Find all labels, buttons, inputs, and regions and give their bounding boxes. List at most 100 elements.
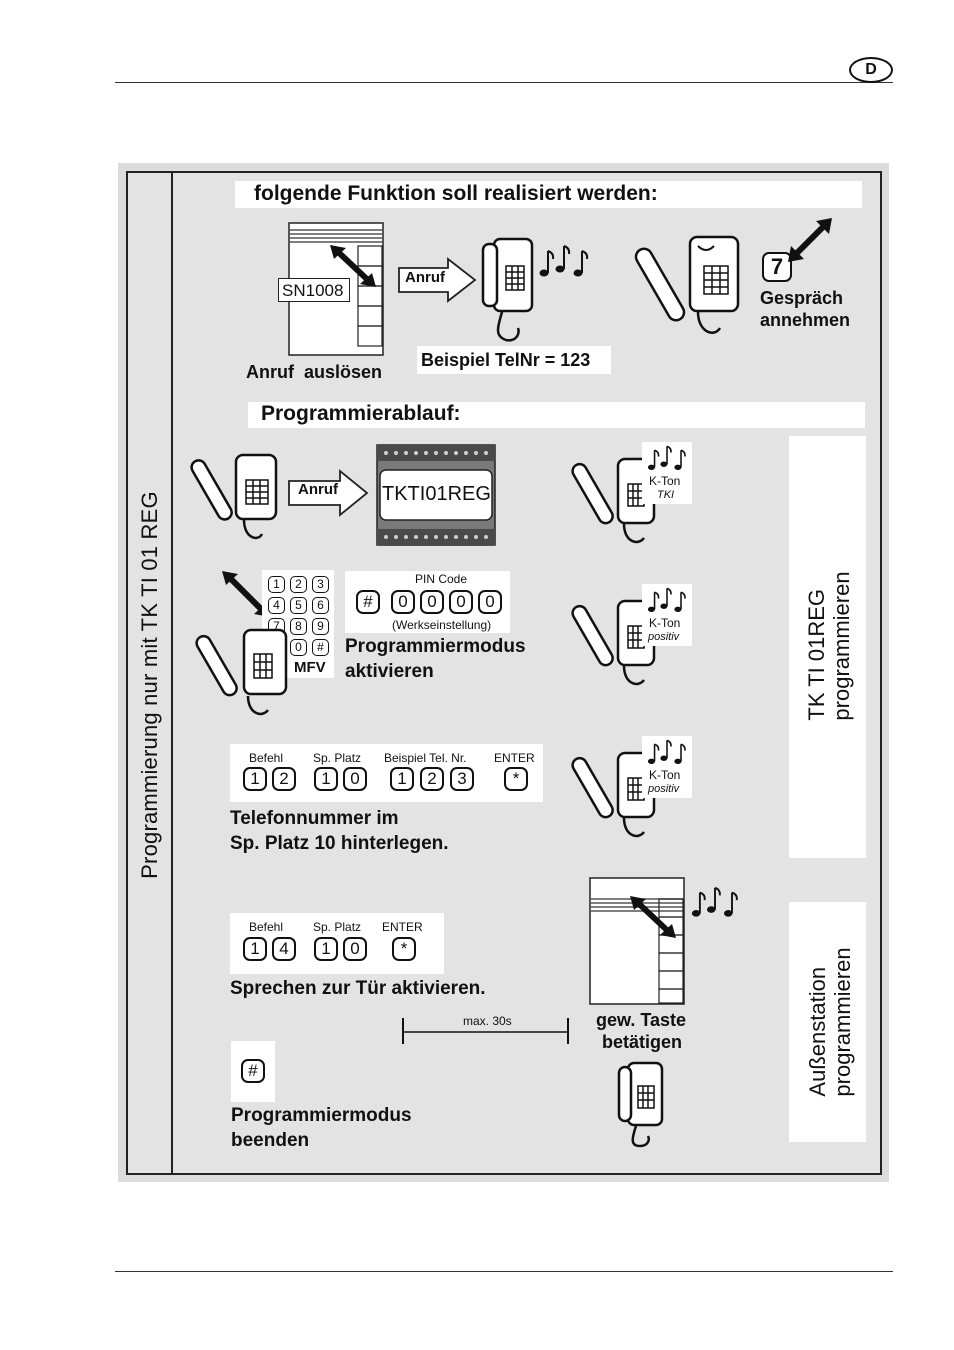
language-badge: D <box>849 57 893 83</box>
keypad-label: MFV <box>294 659 326 676</box>
command1-key: 2 <box>420 767 444 791</box>
pin-key: 0 <box>478 590 502 614</box>
keypad-key: 6 <box>312 597 329 614</box>
tone1-sub: TKI <box>657 489 675 501</box>
activate-caption-1: Programmiermodus <box>345 636 526 657</box>
side-panel-top-text: TK TI 01REG programmieren <box>804 571 854 720</box>
trigger-caption: Anruf auslösen <box>246 362 383 382</box>
answer-caption-2: annehmen <box>760 310 851 330</box>
device-label: TKTI01REG <box>382 483 491 505</box>
keypad-key: 8 <box>290 618 307 635</box>
keypad-key: 4 <box>268 597 285 614</box>
keypad-key: 0 <box>290 639 307 656</box>
call-arrow-shape-2 <box>288 469 369 517</box>
command2-key: 1 <box>243 937 267 961</box>
answer-key: 7 <box>762 252 792 282</box>
section2-title-bar <box>248 402 865 428</box>
command2-header: ENTER <box>382 920 423 934</box>
keypad-key: 9 <box>312 618 329 635</box>
command2-header: Sp. Platz <box>313 920 362 934</box>
telephone-icon-2 <box>617 1061 664 1148</box>
answer-caption-1: Gespräch <box>760 288 844 308</box>
end-caption-2: beenden <box>231 1130 310 1151</box>
command1-key: 1 <box>243 767 267 791</box>
pin-title: PIN Code <box>415 572 468 586</box>
tkti-device-icon <box>376 444 496 546</box>
section1-title: folgende Funktion soll realisiert werden… <box>254 182 658 205</box>
command1-header: Befehl <box>249 751 284 765</box>
command1-header: Beispiel Tel. Nr. <box>384 751 467 765</box>
pin-key: 0 <box>420 590 444 614</box>
example-caption: Beispiel TelNr = 123 <box>421 350 591 370</box>
pin-key: 0 <box>449 590 473 614</box>
command1-key: 1 <box>314 767 338 791</box>
section1-title-bar <box>235 181 862 208</box>
sidebar-title: Programmierung nur mit TK TI 01 REG <box>137 491 162 879</box>
keypad-key: 2 <box>290 576 307 593</box>
command2-header: Befehl <box>249 920 284 934</box>
command1-key: 0 <box>343 767 367 791</box>
command1-header: ENTER <box>494 751 535 765</box>
press-caption-2: betätigen <box>602 1032 683 1052</box>
music-notes-icon <box>539 245 589 277</box>
pin-key: # <box>356 590 380 614</box>
speak-caption: Sprechen zur Tür aktivieren. <box>230 978 486 999</box>
pin-key: 0 <box>391 590 415 614</box>
keypad-key: 5 <box>290 597 307 614</box>
music-notes-icon-5 <box>691 886 738 917</box>
store-caption-1: Telefonnummer im <box>230 808 399 829</box>
side-panel-top <box>789 436 866 858</box>
music-notes-icon-4 <box>647 739 686 765</box>
call-arrow-label-2: Anruf <box>298 481 338 498</box>
press-arrow-icon <box>330 245 376 287</box>
section2-title: Programmierablauf: <box>261 402 461 425</box>
command1-key: 2 <box>272 767 296 791</box>
tone2-sub: positiv <box>648 631 680 643</box>
keypad-key: # <box>312 639 329 656</box>
store-caption-2: Sp. Platz 10 hinterlegen. <box>230 833 449 854</box>
side-panel-bottom-line1: Außenstation <box>805 966 830 1097</box>
timer-bracket <box>402 1018 569 1044</box>
command1-key: * <box>504 767 528 791</box>
music-notes-icon-2 <box>647 445 686 471</box>
press-arrow-icon-4 <box>630 896 676 938</box>
command2-key: 0 <box>343 937 367 961</box>
call-arrow-shape <box>398 257 477 303</box>
side-panel-bottom-text: Außenstation programmieren <box>805 947 855 1096</box>
pin-sub: (Werkseinstellung) <box>392 618 492 632</box>
activate-caption-2: aktivieren <box>345 661 434 682</box>
offhook-telephone-icon-2 <box>190 453 278 540</box>
music-notes-icon-3 <box>647 587 686 613</box>
example-caption-bar <box>417 346 611 374</box>
tone1-label: K-Ton <box>649 474 681 488</box>
timer-label: max. 30s <box>463 1014 512 1028</box>
side-panel-bottom-line2: programmieren <box>830 947 855 1097</box>
side-panel-top-line1: TK TI 01REG <box>804 588 829 721</box>
end-key: # <box>241 1059 265 1083</box>
command2-key: * <box>392 937 416 961</box>
call-arrow-label: Anruf <box>405 269 445 286</box>
command1-key: 3 <box>450 767 474 791</box>
side-panel-bottom <box>789 902 866 1142</box>
command2-key: 1 <box>314 937 338 961</box>
keypad-key: 3 <box>312 576 329 593</box>
tone3-label: K-Ton <box>649 768 681 782</box>
footer-rule <box>115 1271 893 1272</box>
tone3-sub: positiv <box>648 783 680 795</box>
command1-key: 1 <box>390 767 414 791</box>
offhook-telephone-icon <box>634 235 740 334</box>
telephone-icon <box>481 237 534 342</box>
header-rule <box>115 82 893 83</box>
tone2-label: K-Ton <box>649 616 681 630</box>
offhook-telephone-icon-4 <box>195 628 288 716</box>
panel-label-box <box>278 278 350 302</box>
sidebar-divider <box>171 171 173 1175</box>
side-panel-top-line2: programmieren <box>829 571 854 721</box>
command1-header: Sp. Platz <box>313 751 362 765</box>
command2-key: 4 <box>272 937 296 961</box>
panel-label: SN1008 <box>282 281 344 300</box>
press-caption-1: gew. Taste <box>596 1010 687 1030</box>
press-arrow-icon-2 <box>788 218 832 262</box>
keypad-key: 1 <box>268 576 285 593</box>
end-caption-1: Programmiermodus <box>231 1105 412 1126</box>
